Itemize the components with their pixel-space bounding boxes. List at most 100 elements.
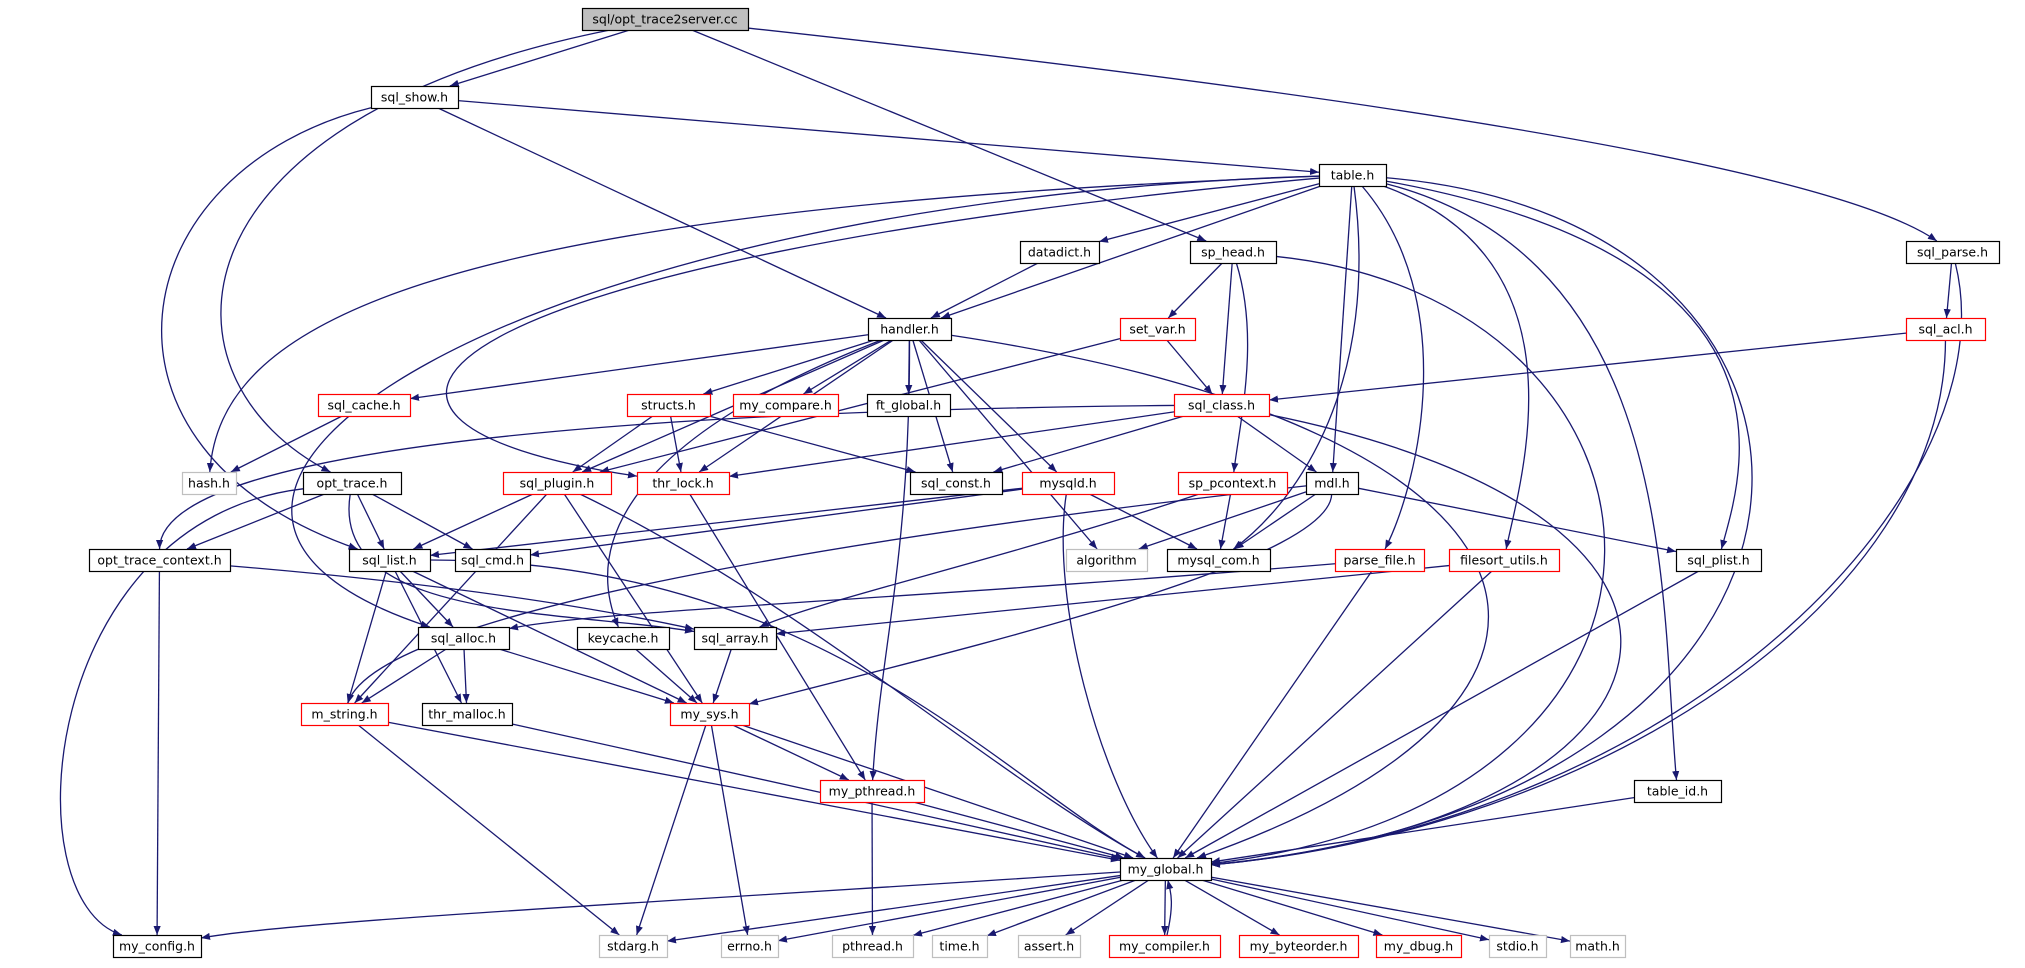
- node-box: [581, 7, 750, 32]
- node-sql-list[interactable]: sql_list.h: [348, 548, 432, 573]
- edge-sp-pcontext-to-mysql-com: [1218, 493, 1232, 550]
- edge-table-id-to-my-global: [1210, 796, 1635, 865]
- edge-filesort-utils-to-my-global: [1177, 570, 1493, 859]
- node-my-byteorder[interactable]: my_byteorder.h: [1238, 934, 1360, 959]
- node-table[interactable]: table.h: [1318, 163, 1388, 188]
- edge-opt-trace-to-my-config: [59, 488, 304, 936]
- node-label: sql_cmd.h: [461, 553, 524, 568]
- edge-mdl-to-algorithm: [1138, 491, 1307, 550]
- node-table-id[interactable]: table_id.h: [1633, 779, 1723, 804]
- edge-handler-to-my-global: [950, 334, 1490, 859]
- node-box: [454, 548, 532, 573]
- edge-opt-trace2server-to-sql-parse: [747, 27, 1938, 242]
- edge-opt-trace-to-opt-trace-context: [186, 493, 325, 550]
- node-label: sql_acl.h: [1918, 322, 1972, 337]
- node-my-compare[interactable]: my_compare.h: [732, 393, 840, 418]
- node-label: mysqld.h: [1039, 476, 1096, 491]
- node-my-compiler[interactable]: my_compiler.h: [1108, 934, 1222, 959]
- node-m-string[interactable]: m_string.h: [300, 702, 390, 727]
- node-opt-trace-context[interactable]: opt_trace_context.h: [88, 548, 232, 573]
- node-structs[interactable]: structs.h: [626, 393, 712, 418]
- node-my-pthread[interactable]: my_pthread.h: [819, 779, 926, 804]
- node-filesort-utils[interactable]: filesort_utils.h: [1448, 548, 1561, 573]
- node-sql-alloc[interactable]: sql_alloc.h: [417, 626, 511, 651]
- node-label: mdl.h: [1314, 476, 1349, 491]
- edge-mysqld-to-sql-list: [429, 487, 1023, 558]
- node-mysqld[interactable]: mysqld.h: [1021, 471, 1116, 496]
- node-my-dbug[interactable]: my_dbug.h: [1375, 934, 1463, 959]
- node-label: sql_class.h: [1188, 398, 1255, 413]
- node-label: sql_alloc.h: [431, 631, 496, 646]
- edge-my-global-to-pthread: [912, 879, 1124, 937]
- node-label: errno.h: [727, 939, 772, 954]
- node-thr-malloc[interactable]: thr_malloc.h: [421, 702, 514, 727]
- node-label: assert.h: [1024, 939, 1074, 954]
- node-label: sp_pcontext.h: [1189, 476, 1277, 491]
- node-ft-global[interactable]: ft_global.h: [866, 393, 952, 418]
- edge-sql-show-to-table: [457, 99, 1320, 176]
- edge-opt-trace-to-sql-list: [356, 493, 385, 550]
- node-box: [636, 471, 731, 496]
- node-sql-cmd[interactable]: sql_cmd.h: [454, 548, 532, 573]
- node-datadict[interactable]: datadict.h: [1019, 240, 1101, 265]
- node-my-config[interactable]: my_config.h: [112, 934, 203, 959]
- edge-opt-trace-to-sql-array: [348, 493, 695, 634]
- node-box: [1905, 240, 2001, 265]
- node-sql-show[interactable]: sql_show.h: [370, 85, 460, 110]
- node-label: ft_global.h: [876, 398, 941, 413]
- edge-opt-trace-to-sql-cmd: [371, 493, 473, 550]
- edge-handler-to-my-compare: [803, 339, 892, 395]
- node-my-global[interactable]: my_global.h: [1119, 857, 1213, 882]
- node-box: [1119, 857, 1213, 882]
- node-label: my_byteorder.h: [1250, 939, 1348, 954]
- node-handler[interactable]: handler.h: [867, 317, 953, 342]
- edge-structs-to-sql-plugin: [572, 415, 654, 473]
- node-label: my_compare.h: [739, 398, 832, 413]
- node-sql-cache[interactable]: sql_cache.h: [317, 393, 412, 418]
- node-sp-head[interactable]: sp_head.h: [1189, 240, 1278, 265]
- edge-opt-trace-context-to-sql-array: [229, 565, 695, 631]
- node-box: [866, 393, 952, 418]
- node-label: my_config.h: [119, 939, 195, 954]
- node-sp-pcontext[interactable]: sp_pcontext.h: [1177, 471, 1289, 496]
- edge-sql-class-to-opt-trace-context: [156, 404, 1175, 550]
- edge-opt-trace2server-to-sp-head: [691, 29, 1207, 242]
- edge-table-to-sql-alloc: [291, 175, 1320, 628]
- edge-m-string-to-stdarg: [357, 724, 620, 936]
- edge-sql-class-to-sql-const: [993, 415, 1185, 473]
- node-sql-class[interactable]: sql_class.h: [1173, 393, 1271, 418]
- node-box: [302, 471, 403, 496]
- edge-my-global-to-math: [1210, 876, 1571, 944]
- node-sql-parse[interactable]: sql_parse.h: [1905, 240, 2001, 265]
- node-opt-trace[interactable]: opt_trace.h: [302, 471, 403, 496]
- node-parse-file[interactable]: parse_file.h: [1334, 548, 1426, 573]
- node-sql-const[interactable]: sql_const.h: [909, 471, 1004, 496]
- node-sql-plist[interactable]: sql_plist.h: [1675, 548, 1763, 573]
- node-box: [1065, 548, 1149, 573]
- edge-sp-head-to-set-var: [1167, 262, 1223, 319]
- node-my-sys[interactable]: my_sys.h: [669, 702, 751, 727]
- edge-table-to-filesort-utils: [1383, 185, 1530, 550]
- edge-my-compiler-to-my-global: [1166, 879, 1174, 936]
- node-sql-acl[interactable]: sql_acl.h: [1905, 317, 1987, 342]
- node-box: [421, 702, 514, 727]
- edge-sql-array-to-my-sys: [712, 648, 732, 704]
- node-opt-trace2server[interactable]: sql/opt_trace2server.cc: [581, 7, 750, 32]
- node-set-var[interactable]: set_var.h: [1119, 317, 1197, 342]
- node-sql-array[interactable]: sql_array.h: [693, 626, 778, 651]
- node-box: [831, 934, 915, 959]
- edge-handler-to-algorithm: [918, 339, 1098, 550]
- edge-mysqld-to-sql-cmd: [529, 488, 1023, 558]
- node-mysql-com[interactable]: mysql_com.h: [1166, 548, 1272, 573]
- node-box: [576, 626, 671, 651]
- node-stdio: stdio.h: [1488, 934, 1548, 959]
- node-sql-plugin[interactable]: sql_plugin.h: [502, 471, 613, 496]
- node-label: sql/opt_trace2server.cc: [592, 12, 737, 27]
- node-mdl[interactable]: mdl.h: [1305, 471, 1360, 496]
- node-keycache[interactable]: keycache.h: [576, 626, 671, 651]
- node-label: parse_file.h: [1343, 553, 1415, 568]
- edge-thr-malloc-to-my-global: [511, 723, 1121, 861]
- edge-sql-class-to-mdl: [1236, 415, 1317, 473]
- node-thr-lock[interactable]: thr_lock.h: [636, 471, 731, 496]
